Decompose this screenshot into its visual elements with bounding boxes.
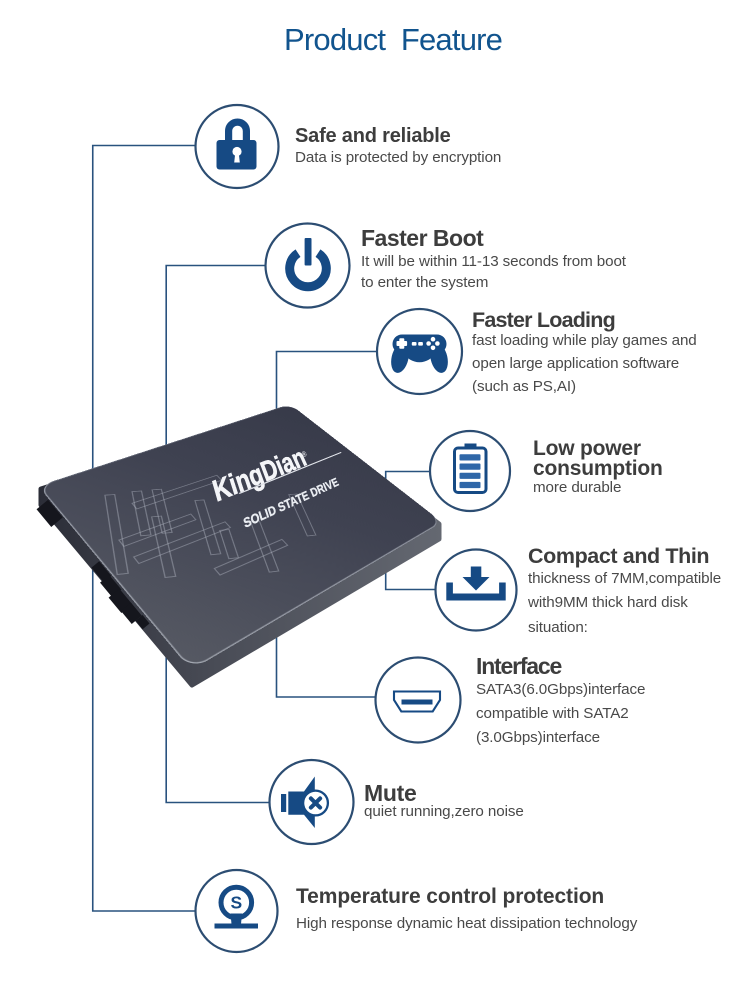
svg-text:S: S (230, 893, 242, 913)
svg-text:®: ® (300, 449, 308, 459)
